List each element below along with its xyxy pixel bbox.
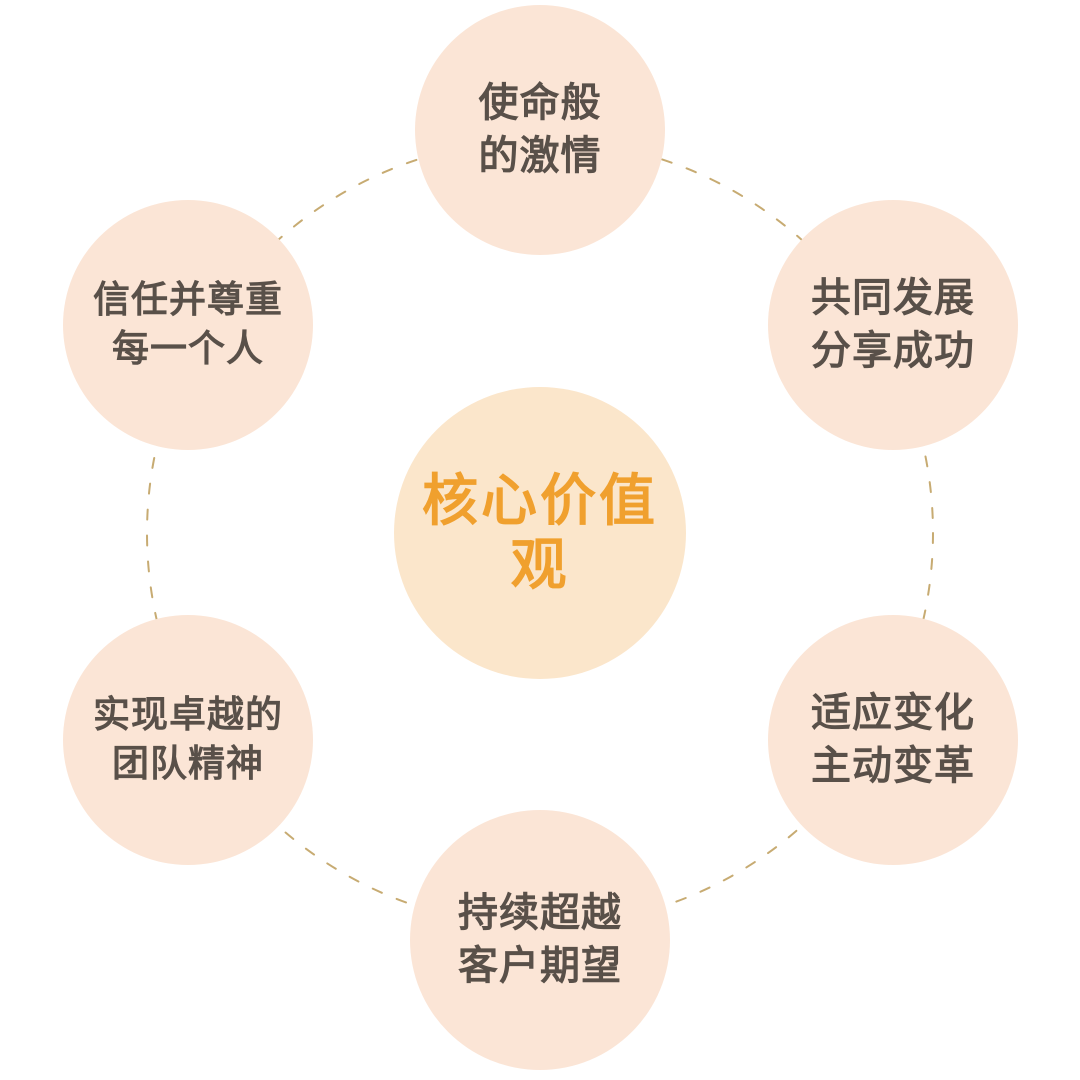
value-node-team-spirit-label: 实现卓越的 团队精神 (93, 694, 283, 784)
value-node-trust-respect-label: 信任并尊重 每一个人 (93, 279, 283, 369)
value-node-exceed-expectations[interactable]: 持续超越 客户期望 (410, 810, 670, 1070)
value-node-shared-success[interactable]: 共同发展 分享成功 (768, 200, 1018, 450)
core-values-hub-label: 核心价值观 (422, 468, 658, 596)
value-node-shared-success-label: 共同发展 分享成功 (811, 276, 975, 373)
value-node-adapt-change[interactable]: 适应变化 主动变革 (768, 615, 1018, 865)
value-node-trust-respect[interactable]: 信任并尊重 每一个人 (63, 200, 313, 450)
value-node-passion[interactable]: 使命般 的激情 (415, 5, 665, 255)
core-values-hub[interactable]: 核心价值观 (394, 387, 686, 679)
value-node-team-spirit[interactable]: 实现卓越的 团队精神 (63, 615, 313, 865)
value-node-passion-label: 使命般 的激情 (478, 81, 602, 178)
value-node-exceed-expectations-label: 持续超越 客户期望 (458, 891, 622, 988)
value-node-adapt-change-label: 适应变化 主动变革 (811, 691, 975, 788)
